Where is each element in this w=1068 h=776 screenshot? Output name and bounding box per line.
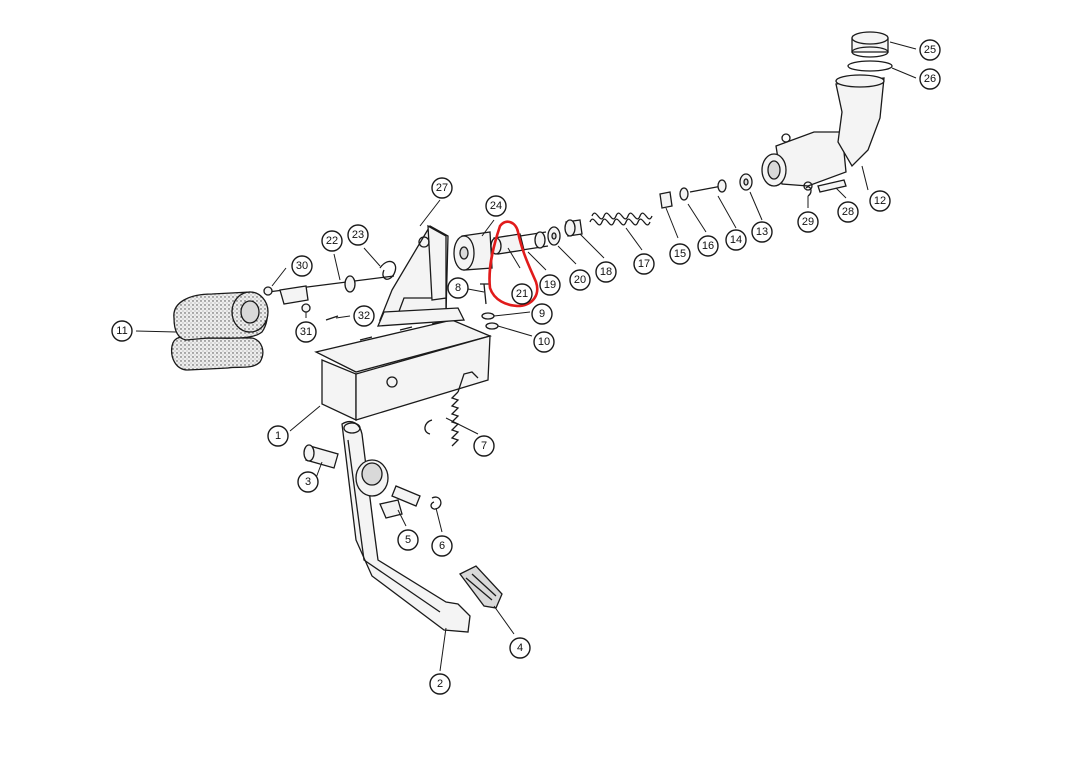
svg-text:5: 5	[405, 534, 411, 546]
callout-11: 11	[111, 320, 133, 342]
svg-text:9: 9	[539, 308, 545, 320]
svg-text:28: 28	[842, 206, 854, 218]
svg-text:10: 10	[538, 336, 550, 348]
callout-16: 16	[697, 235, 719, 257]
leader-lines	[135, 41, 917, 672]
svg-text:32: 32	[358, 310, 370, 322]
pedal-bracket-part	[314, 319, 492, 422]
callout-5: 5	[397, 529, 419, 551]
clip-part	[430, 496, 442, 510]
callout-24: 24	[485, 195, 507, 217]
reservoir-cap-part	[847, 31, 893, 72]
svg-text:6: 6	[439, 540, 445, 552]
callout-15: 15	[669, 243, 691, 265]
callout-32: 32	[353, 305, 375, 327]
callout-6: 6	[431, 535, 453, 557]
callout-19: 19	[539, 274, 561, 296]
upper-bracket-part	[376, 224, 466, 327]
pedal-pad-part	[459, 565, 503, 609]
svg-text:25: 25	[924, 44, 936, 56]
callout-17: 17	[633, 253, 655, 275]
callout-8: 8	[447, 277, 469, 299]
svg-text:13: 13	[756, 226, 768, 238]
svg-text:30: 30	[296, 260, 308, 272]
callout-20: 20	[569, 269, 591, 291]
callout-3: 3	[297, 471, 319, 493]
svg-text:3: 3	[305, 476, 311, 488]
seal-parts	[547, 219, 583, 246]
svg-text:18: 18	[600, 266, 612, 278]
callout-26: 26	[919, 68, 941, 90]
svg-text:11: 11	[116, 325, 127, 337]
svg-text:21: 21	[516, 288, 528, 300]
piston-part	[490, 231, 549, 255]
callout-13: 13	[751, 221, 773, 243]
svg-text:15: 15	[674, 248, 686, 260]
highlight-outline	[488, 220, 539, 308]
svg-text:29: 29	[802, 216, 814, 228]
svg-text:1: 1	[275, 430, 281, 442]
svg-text:2: 2	[437, 678, 443, 690]
pedal-lever-part	[341, 420, 471, 633]
svg-text:26: 26	[924, 73, 936, 85]
pivot-boss-part	[355, 459, 389, 497]
callout-12: 12	[869, 190, 891, 212]
master-cylinder-part	[761, 74, 885, 191]
svg-text:20: 20	[574, 274, 586, 286]
svg-text:12: 12	[874, 195, 886, 207]
callout-25: 25	[919, 39, 941, 61]
svg-text:4: 4	[517, 642, 523, 654]
svg-text:14: 14	[730, 234, 742, 246]
svg-text:17: 17	[638, 258, 650, 270]
callout-31: 31	[295, 321, 317, 343]
callout-9: 9	[531, 303, 553, 325]
bolt-parts	[805, 179, 847, 197]
callout-7: 7	[473, 435, 495, 457]
callout-10: 10	[533, 331, 555, 353]
callout-28: 28	[837, 201, 859, 223]
svg-text:7: 7	[481, 440, 487, 452]
callout-14: 14	[725, 229, 747, 251]
housing-bush-part	[453, 231, 493, 271]
svg-text:8: 8	[455, 282, 461, 294]
bush-part	[379, 485, 421, 519]
valve-parts	[659, 173, 753, 209]
svg-text:23: 23	[352, 229, 364, 241]
callout-1: 1	[267, 425, 289, 447]
svg-text:27: 27	[436, 182, 448, 194]
callout-2: 2	[429, 673, 451, 695]
return-spring-part	[424, 371, 479, 447]
callout-30: 30	[291, 255, 313, 277]
push-rod-part	[263, 260, 397, 321]
svg-text:19: 19	[544, 279, 556, 291]
callout-4: 4	[509, 637, 531, 659]
pivot-pin-part	[303, 444, 339, 469]
callout-23: 23	[347, 224, 369, 246]
callout-21: 21	[511, 283, 533, 305]
svg-text:16: 16	[702, 240, 714, 252]
callout-22: 22	[321, 230, 343, 252]
svg-text:31: 31	[300, 326, 312, 338]
svg-text:24: 24	[490, 200, 502, 212]
callout-18: 18	[595, 261, 617, 283]
main-spring-part	[589, 212, 653, 226]
callout-29: 29	[797, 211, 819, 233]
svg-text:22: 22	[326, 235, 338, 247]
callout-27: 27	[431, 177, 453, 199]
cover-assembly-part	[170, 291, 269, 371]
bolt-washer-parts	[480, 283, 499, 330]
